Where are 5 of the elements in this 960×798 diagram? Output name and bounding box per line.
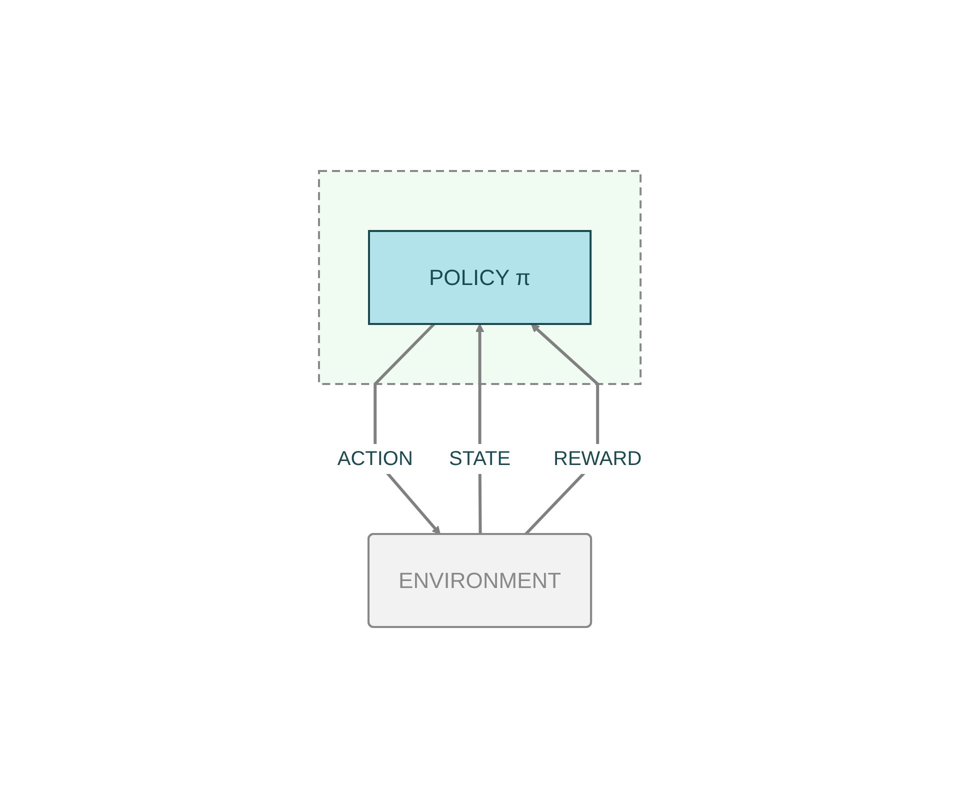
edge-label: REWARD xyxy=(553,448,642,470)
cluster xyxy=(318,170,642,385)
node-box: POLICY π xyxy=(368,230,592,325)
edge-label: ACTION xyxy=(337,448,413,470)
edge-label: STATE xyxy=(448,448,510,470)
